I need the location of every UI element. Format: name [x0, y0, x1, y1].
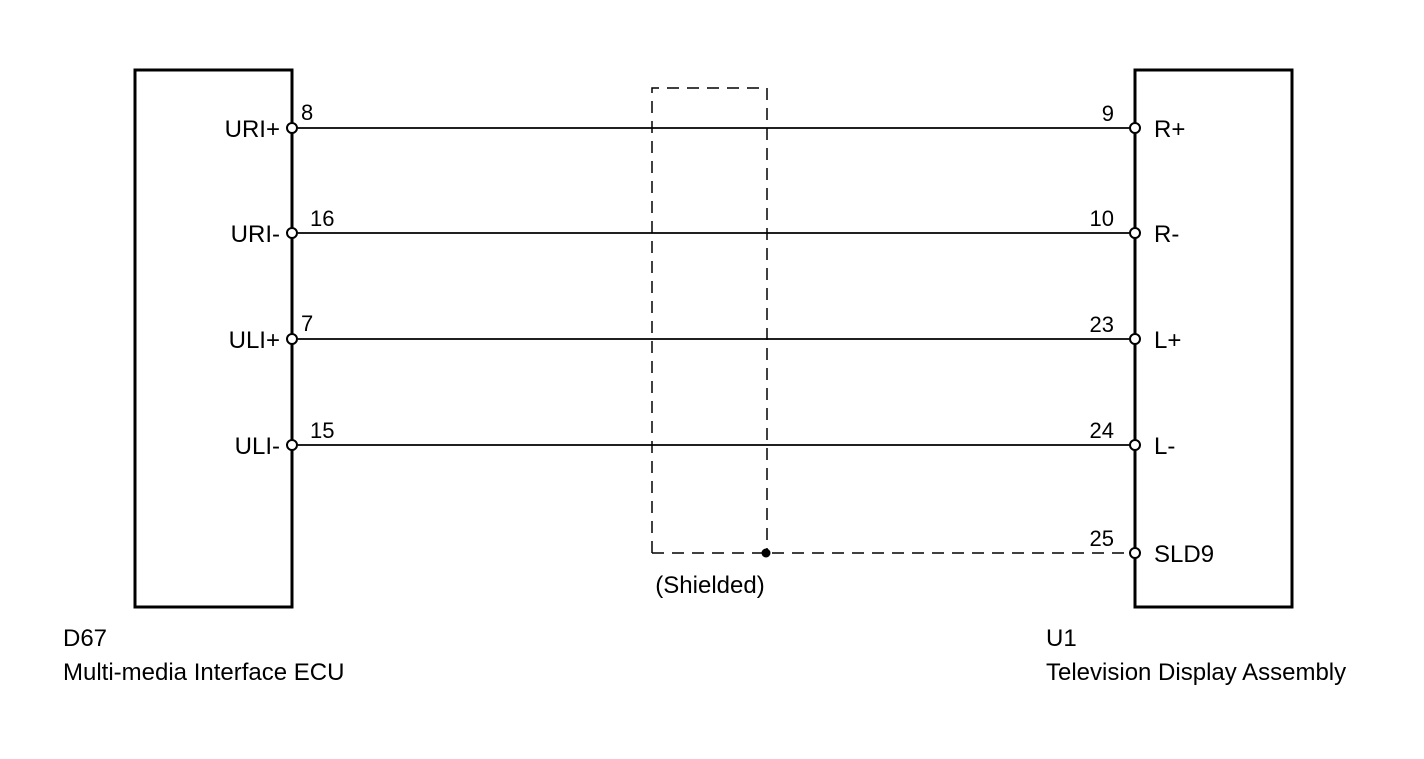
left-terminal-label: ULI+	[229, 327, 280, 354]
left-terminal-circle	[286, 333, 298, 345]
right-terminal-circle	[1129, 122, 1141, 134]
right-terminal-label: R+	[1154, 116, 1185, 143]
shield-outline	[651, 87, 768, 553]
left-terminal-label: URI+	[225, 116, 280, 143]
shield-terminal-circle	[1129, 547, 1141, 559]
left-terminal-label: URI-	[231, 221, 280, 248]
left-terminal-label: ULI-	[235, 433, 280, 460]
left-terminal-circle	[286, 439, 298, 451]
right-terminal-label: L-	[1154, 433, 1175, 460]
left-pin-number: 7	[301, 311, 313, 336]
left-component-name: Multi-media Interface ECU	[63, 659, 344, 686]
left-pin-number: 16	[310, 206, 334, 231]
shield-right-pin: 25	[1090, 526, 1114, 551]
right-terminal-circle	[1129, 439, 1141, 451]
shield-label: (Shielded)	[655, 572, 764, 599]
right-pin-number: 24	[1090, 418, 1114, 443]
right-terminal-label: R-	[1154, 221, 1179, 248]
right-pin-number: 9	[1102, 101, 1114, 126]
right-component-name: Television Display Assembly	[1046, 659, 1346, 686]
right-terminal-label: L+	[1154, 327, 1181, 354]
right-terminal-circle	[1129, 227, 1141, 239]
shield-right-terminal: SLD9	[1154, 541, 1214, 568]
left-terminal-circle	[286, 227, 298, 239]
left-component-code: D67	[63, 625, 107, 652]
left-pin-number: 8	[301, 100, 313, 125]
left-terminal-circle	[286, 122, 298, 134]
right-component-code: U1	[1046, 625, 1077, 652]
wire-group: URI+ 8 9R+ URI- 16 10R- ULI+ 7 23L+ ULI- 15 24L-	[225, 100, 1186, 460]
right-terminal-circle	[1129, 333, 1141, 345]
left-pin-number: 15	[310, 418, 334, 443]
right-pin-number: 10	[1090, 206, 1114, 231]
right-pin-number: 23	[1090, 312, 1114, 337]
shield-junction-dot	[761, 548, 771, 558]
